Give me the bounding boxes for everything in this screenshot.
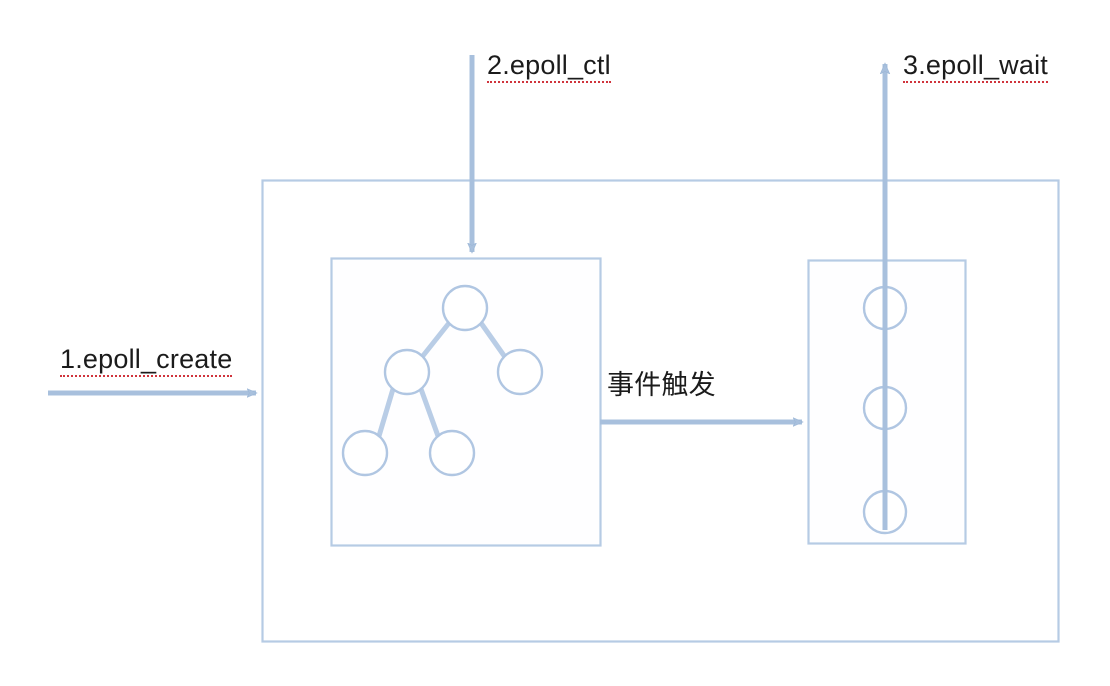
- tree-nodes: [341, 284, 544, 477]
- label-epoll-wait: 3.epoll_wait: [903, 50, 1048, 83]
- tree-edges: [376, 320, 508, 439]
- tree-node-right: [496, 348, 544, 396]
- label-epoll-create-text: 1.epoll_create: [60, 344, 233, 377]
- label-epoll-ctl: 2.epoll_ctl: [487, 50, 611, 83]
- label-epoll-ctl-text: 2.epoll_ctl: [487, 50, 611, 83]
- label-event-trigger-text: 事件触发: [607, 370, 716, 401]
- tree-edge-root-left: [419, 320, 452, 360]
- label-event-trigger: 事件触发: [607, 363, 716, 402]
- tree-node-left-right: [428, 429, 476, 477]
- tree-node-left: [383, 348, 431, 396]
- label-epoll-create: 1.epoll_create: [60, 344, 233, 377]
- tree-edge-left-leftleft: [376, 386, 396, 439]
- tree-node-left-left: [341, 429, 389, 477]
- tree-edge-left-leftright: [418, 386, 441, 439]
- tree-edge-root-right: [478, 320, 508, 360]
- label-epoll-wait-text: 3.epoll_wait: [903, 50, 1048, 83]
- tree-node-root: [441, 284, 489, 332]
